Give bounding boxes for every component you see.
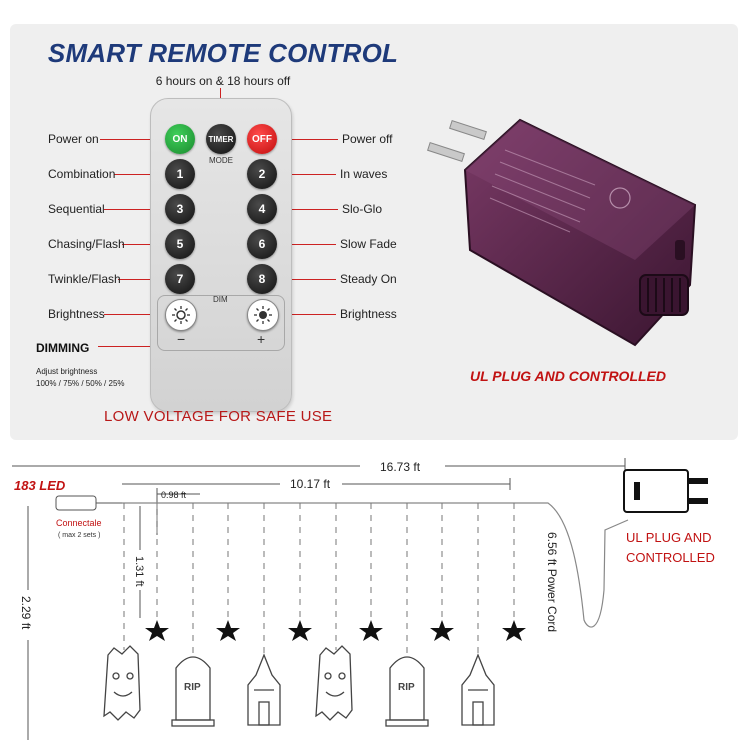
mode-label: MODE — [209, 156, 233, 165]
ul-plug-line2: CONTROLLED — [626, 550, 715, 565]
power-on-button[interactable]: ON — [165, 124, 195, 154]
sun-filled-icon — [254, 306, 272, 324]
star-icon — [502, 620, 526, 641]
timer-subtitle: 6 hours on & 18 hours off — [155, 74, 291, 88]
main-wire — [122, 502, 629, 628]
mode-button-4[interactable]: 4 — [247, 194, 277, 224]
leader-right-1 — [262, 174, 336, 175]
leader-right-4 — [262, 279, 336, 280]
power-adapter-image — [427, 118, 697, 347]
star-icon — [288, 620, 312, 641]
remote-control: ON TIMER OFF MODE 1 2 3 4 5 6 7 8 DIM — [150, 98, 292, 412]
ul-plug-label: UL PLUG AND CONTROLLED — [470, 368, 666, 384]
curtain-light-diagram: 16.73 ft 10.17 ft 0.98 ft 183 LED Connec… — [12, 458, 715, 740]
mode-button-8[interactable]: 8 — [247, 264, 277, 294]
brightness-down-button[interactable] — [165, 299, 197, 331]
total-length-text: 16.73 ft — [380, 460, 421, 474]
leader-left-2 — [104, 209, 180, 210]
mode-button-6[interactable]: 6 — [247, 229, 277, 259]
total-length-dimension — [12, 458, 626, 474]
leader-left-5 — [104, 314, 180, 315]
mode-button-2[interactable]: 2 — [247, 159, 277, 189]
power-plug-icon — [623, 469, 708, 513]
tombstone-icon — [385, 656, 429, 727]
connectable-note: ( max 2 sets ) — [58, 532, 100, 539]
label-in-waves: In waves — [340, 167, 388, 181]
label-power-on: Power on — [48, 132, 99, 146]
label-brightness-left: Brightness — [48, 307, 105, 321]
mode-button-3[interactable]: 3 — [165, 194, 195, 224]
low-voltage-label: LOW VOLTAGE FOR SAFE USE — [104, 408, 333, 425]
mode-button-7[interactable]: 7 — [165, 264, 195, 294]
brightness-levels: 100% / 75% / 50% / 25% — [36, 379, 125, 388]
end-connector — [55, 495, 122, 511]
timer-button[interactable]: TIMER — [206, 124, 236, 154]
leader-right-0 — [272, 139, 338, 140]
haunted-house-icon — [461, 653, 495, 726]
curtain-width-text: 10.17 ft — [290, 477, 331, 491]
label-steady-on: Steady On — [340, 272, 397, 286]
curtain-width-dimension — [122, 478, 511, 490]
dim-label: DIM — [213, 295, 228, 304]
star-icon — [145, 620, 169, 641]
tombstone-text: RIP — [398, 682, 415, 693]
label-sequential: Sequential — [48, 202, 105, 216]
star-icon — [359, 620, 383, 641]
minus-label: − — [177, 331, 186, 347]
star-icon — [430, 620, 454, 641]
star-icon — [216, 620, 240, 641]
ul-plug-line1: UL PLUG AND — [626, 530, 712, 545]
short-drop-text: 1.31 ft — [133, 556, 145, 587]
label-twinkle-flash: Twinkle/Flash — [48, 272, 121, 286]
power-off-button[interactable]: OFF — [247, 124, 277, 154]
sun-icon — [172, 306, 190, 324]
leader-dimming — [98, 346, 182, 347]
ghost-icon — [103, 645, 141, 721]
mode-button-1[interactable]: 1 — [165, 159, 195, 189]
leader-right-5 — [262, 314, 336, 315]
dimming-label: DIMMING — [36, 341, 90, 355]
spacing-text: 0.98 ft — [161, 490, 187, 500]
adjust-brightness-label: Adjust brightness — [36, 367, 98, 376]
led-count-text: 183 LED — [14, 478, 66, 493]
leader-left-0 — [100, 139, 172, 140]
label-chasing-flash: Chasing/Flash — [48, 237, 125, 251]
ghost-icon — [315, 645, 353, 721]
leader-right-3 — [262, 244, 336, 245]
label-slow-fade: Slow Fade — [340, 237, 397, 251]
page-title: SMART REMOTE CONTROL — [47, 38, 399, 68]
connectable-text: Connectale — [56, 518, 102, 528]
long-drop-text: 2.29 ft — [19, 596, 33, 630]
dim-group-frame — [157, 295, 285, 351]
tombstone-text: RIP — [184, 682, 201, 693]
label-power-off: Power off — [342, 132, 393, 146]
tombstone-icon — [171, 656, 215, 727]
plus-label: + — [257, 331, 266, 347]
leader-right-2 — [262, 209, 338, 210]
mode-button-5[interactable]: 5 — [165, 229, 195, 259]
power-cord-text: 6.56 ft Power Cord — [545, 532, 559, 632]
leader-left-1 — [114, 174, 180, 175]
label-brightness-right: Brightness — [340, 307, 397, 321]
label-slo-glo: Slo-Glo — [342, 202, 383, 216]
label-combination: Combination — [48, 167, 116, 181]
haunted-house-icon — [247, 653, 281, 726]
brightness-up-button[interactable] — [247, 299, 279, 331]
light-strands — [123, 503, 515, 655]
leader-left-4 — [118, 279, 180, 280]
